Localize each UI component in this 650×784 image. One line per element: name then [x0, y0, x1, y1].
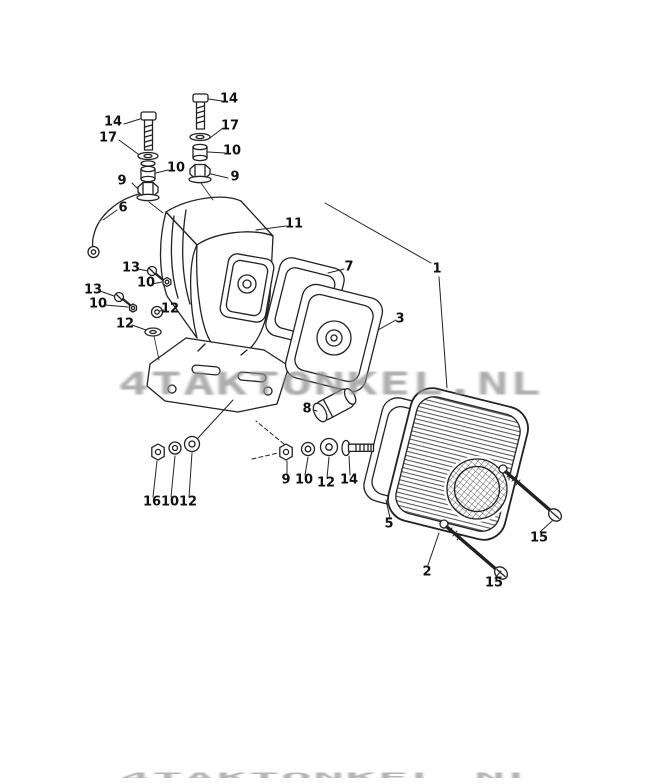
assembly-leader-line [324, 202, 448, 389]
bracket-part [148, 182, 275, 356]
fastener-set-left [136, 111, 160, 202]
callout-part-14: 14 [219, 91, 239, 107]
callout-part-10: 10 [160, 494, 180, 510]
callout-part-10: 10 [136, 275, 156, 291]
mounting-plate [146, 337, 290, 413]
fastener-row-bottom [251, 420, 375, 461]
callout-part-6: 6 [118, 200, 128, 216]
small-fastener-cluster [113, 265, 172, 361]
callout-part-3: 3 [395, 311, 405, 327]
callout-part-9: 9 [117, 173, 127, 189]
callout-part-12: 12 [160, 301, 180, 317]
callout-part-14: 14 [339, 472, 359, 488]
callout-part-1: 1 [432, 261, 442, 277]
callout-part-13: 13 [83, 282, 103, 298]
callout-part-2: 2 [422, 564, 432, 580]
fastener-set-right [188, 93, 212, 184]
callout-part-14: 14 [103, 114, 123, 130]
fastener-row-left [151, 399, 234, 461]
callout-part-5: 5 [384, 516, 394, 532]
callout-part-12: 12 [115, 316, 135, 332]
callout-part-15: 15 [529, 530, 549, 546]
housing-3-part [284, 283, 384, 393]
callout-part-10: 10 [222, 143, 242, 159]
callout-part-8: 8 [302, 401, 312, 417]
callout-part-16: 16 [142, 494, 162, 510]
screw-15-b [504, 470, 563, 522]
reflector-circle [446, 458, 508, 520]
callout-part-9: 9 [230, 169, 240, 185]
callout-part-9: 9 [281, 472, 291, 488]
screw-15-a [445, 525, 509, 580]
callout-part-15: 15 [484, 575, 504, 591]
leader-lines [99, 98, 553, 579]
callout-part-12: 12 [178, 494, 198, 510]
callout-part-17: 17 [98, 130, 118, 146]
callout-part-10: 10 [88, 296, 108, 312]
callout-part-10: 10 [166, 160, 186, 176]
callout-part-11: 11 [284, 216, 304, 232]
wire-part [87, 193, 140, 259]
callout-part-10: 10 [294, 472, 314, 488]
lens-2-part [387, 387, 529, 541]
socket-8-part [312, 388, 357, 423]
callout-part-12: 12 [316, 475, 336, 491]
callout-part-17: 17 [220, 118, 240, 134]
callout-part-7: 7 [344, 259, 354, 275]
callout-part-13: 13 [121, 260, 141, 276]
